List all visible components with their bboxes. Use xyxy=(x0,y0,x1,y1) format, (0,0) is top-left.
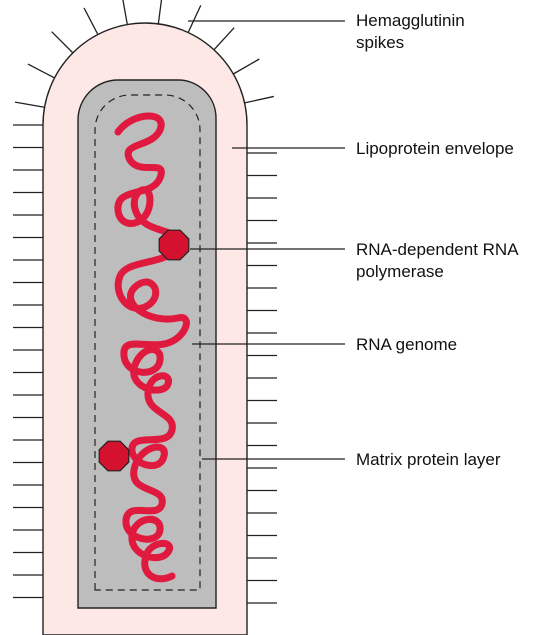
label-rna-polymerase: RNA-dependent RNA polymerase xyxy=(356,239,519,283)
label-genome-text: RNA genome xyxy=(356,334,457,356)
label-envelope-text: Lipoprotein envelope xyxy=(356,138,514,160)
spike xyxy=(122,0,127,25)
label-hemagglutinin-spikes: Hemagglutinin spikes xyxy=(356,10,465,54)
label-matrix-protein-layer: Matrix protein layer xyxy=(356,449,501,471)
label-matrix-text: Matrix protein layer xyxy=(356,449,501,471)
label-lipoprotein-envelope: Lipoprotein envelope xyxy=(356,138,514,160)
spike xyxy=(188,5,201,32)
label-polymerase-line1: RNA-dependent RNA xyxy=(356,239,519,261)
spike xyxy=(233,59,259,74)
label-hemagglutinin-line1: Hemagglutinin xyxy=(356,10,465,32)
spike xyxy=(158,0,162,24)
label-polymerase-line2: polymerase xyxy=(356,261,519,283)
spike xyxy=(52,32,73,53)
spike xyxy=(245,96,274,102)
spike xyxy=(214,28,234,50)
label-rna-genome: RNA genome xyxy=(356,334,457,356)
label-hemagglutinin-line2: spikes xyxy=(356,32,465,54)
spike xyxy=(84,8,98,35)
spike xyxy=(28,64,55,78)
polymerase-octagon-lower xyxy=(99,441,129,471)
polymerase-octagon-upper xyxy=(159,230,189,260)
spike xyxy=(15,102,45,107)
